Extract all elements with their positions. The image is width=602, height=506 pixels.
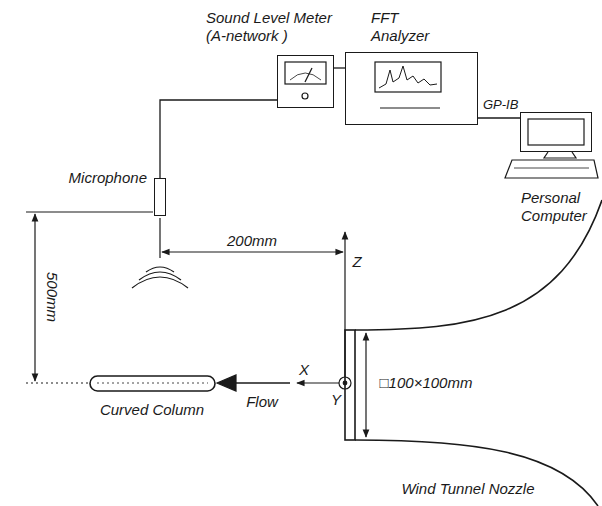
part-label: □100×100mm — [380, 375, 473, 391]
part-label: Wind Tunnel Nozzle — [402, 481, 535, 497]
device-label: Sound Level Meter (A-network ) — [206, 9, 346, 45]
monitor-screen — [528, 119, 584, 145]
part-label: Z — [352, 254, 361, 270]
device-label: FFT Analyzer — [371, 9, 443, 45]
signal-cable — [160, 100, 277, 178]
monitor-stand — [544, 152, 576, 158]
extension-line — [26, 211, 153, 212]
computer-base — [505, 160, 598, 178]
signal-cable — [478, 117, 520, 118]
meter-scale — [290, 73, 321, 80]
center-line — [26, 382, 88, 383]
personal-computer: Personal Computer — [520, 112, 592, 152]
sound-wave — [139, 272, 181, 280]
device-label: Microphone — [69, 169, 147, 187]
signal-cable — [334, 67, 345, 68]
column-axis — [97, 383, 208, 384]
part-label: X — [299, 362, 309, 378]
bus-label: GP-IB — [481, 97, 520, 113]
dimension-label: 200mm — [227, 233, 277, 249]
device-label: Personal Computer — [521, 189, 601, 225]
analyzer-screen — [375, 62, 441, 92]
analyzer-panel-line — [380, 107, 440, 108]
part-label: Curved Column — [100, 402, 204, 418]
microphone: Microphone — [154, 178, 166, 216]
flow-arrowhead — [217, 375, 236, 391]
dimension-line — [162, 251, 343, 252]
curved-column — [90, 376, 215, 391]
meter-dial — [285, 62, 326, 84]
keyboard-line — [514, 168, 589, 169]
extension-line — [159, 218, 160, 258]
nozzle-contour — [355, 440, 598, 506]
nozzle-outlet — [345, 330, 355, 440]
x-axis — [297, 382, 339, 383]
sound-level-meter: Sound Level Meter (A-network ) — [277, 55, 334, 108]
dimension-line — [34, 214, 35, 381]
spectrum-trace — [379, 66, 437, 88]
dimension-label: 500mm — [44, 272, 60, 322]
part-label: Flow — [246, 394, 278, 410]
sound-wave — [146, 267, 174, 272]
dimension-line — [365, 333, 366, 437]
flow-arrow — [230, 382, 290, 384]
meter-knob — [302, 93, 308, 99]
sound-wave — [132, 277, 188, 288]
part-label: Y — [331, 392, 341, 408]
meter-needle — [305, 68, 312, 82]
fft-analyzer: FFT Analyzer — [345, 52, 478, 125]
